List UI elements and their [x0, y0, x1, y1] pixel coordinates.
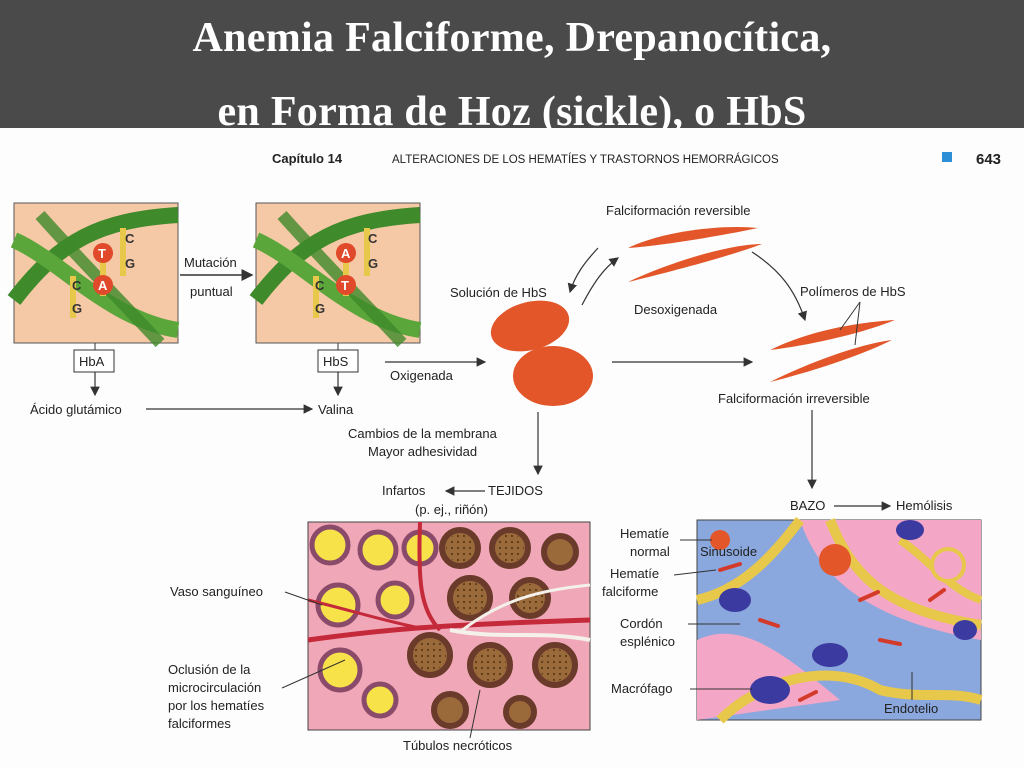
book-header: Capítulo 14 ALTERACIONES DE LOS HEMATÍES…: [272, 151, 1001, 168]
base-label: C: [368, 231, 378, 246]
base-label: C: [315, 278, 325, 293]
tissues-label: TEJIDOS: [488, 483, 543, 498]
normal-rbc-label-1: Hematíe: [620, 526, 669, 541]
base-a-marker: [336, 243, 356, 263]
sickle-cell: [628, 244, 762, 282]
hbs-solution-label: Solución de HbS: [450, 285, 547, 300]
title-band: Anemia Falciforme, Drepanocítica, en For…: [0, 0, 1024, 128]
dna-panel-hba: C G T A C G: [7, 202, 180, 348]
base-label: C: [72, 278, 82, 293]
spleen-label: BAZO: [790, 498, 825, 513]
sinusoid-label: Sinusoide: [700, 544, 757, 559]
dna-panel-hbs: C G A T C G: [249, 202, 422, 348]
hbs-label: HbS: [323, 354, 349, 369]
base-label: T: [341, 278, 349, 293]
sickle-cell: [770, 340, 892, 382]
kidney-example-label: (p. ej., riñón): [415, 502, 488, 517]
page-number: 643: [976, 151, 1001, 168]
mutation-label: Mutación: [184, 255, 237, 270]
hemoglobin-labels: HbA Ácido glutámico HbS Valina: [30, 343, 359, 417]
slide-title-line-1: Anemia Falciforme, Drepanocítica,: [192, 15, 832, 61]
reversible-label: Falciformación reversible: [606, 203, 751, 218]
base-label: C: [125, 231, 135, 246]
sickle-cell: [770, 320, 895, 350]
oxygenated-label: Oxigenada: [390, 368, 454, 383]
section-label: ALTERACIONES DE LOS HEMATÍES Y TRASTORNO…: [392, 153, 779, 166]
occlusion-label-1: Oclusión de la: [168, 662, 251, 677]
base-label: G: [125, 256, 135, 271]
occlusion-label-4: falciformes: [168, 716, 231, 731]
membrane-label-1: Cambios de la membrana: [348, 426, 498, 441]
spleen-labels: BAZO Hemólisis: [790, 498, 953, 513]
irreversible-label: Falciformación irreversible: [718, 391, 870, 406]
hba-label: HbA: [79, 354, 105, 369]
occlusion-label-2: microcirculación: [168, 680, 261, 695]
red-blood-cell: [513, 346, 593, 406]
spleen-illustration: [695, 516, 983, 724]
base-t-marker: [336, 275, 356, 295]
sickling-cycle: Falciformación reversible Solución de Hb…: [348, 203, 906, 490]
sickle-cell: [628, 226, 758, 248]
kidney-tissue-illustration: [307, 521, 591, 731]
splenic-cord-label-2: esplénico: [620, 634, 675, 649]
header-square-icon: [942, 152, 952, 162]
hemolysis-label: Hemólisis: [896, 498, 953, 513]
base-label: T: [98, 246, 106, 261]
base-a-marker: [93, 275, 113, 295]
base-label: G: [368, 256, 378, 271]
tissue-callouts: Vaso sanguíneo Oclusión de la microcircu…: [168, 584, 513, 753]
normal-rbc-label-2: normal: [630, 544, 670, 559]
chapter-label: Capítulo 14: [272, 151, 343, 166]
mutation-arrow-group: Mutación puntual: [180, 255, 254, 299]
base-t-marker: [93, 243, 113, 263]
glutamic-acid-label: Ácido glutámico: [30, 402, 122, 417]
hba-box: [73, 349, 115, 373]
vessel-label: Vaso sanguíneo: [170, 584, 263, 599]
macrophage-label: Macrófago: [611, 681, 672, 696]
occlusion-label-3: por los hematíes: [168, 698, 265, 713]
endothelium-label: Endotelio: [884, 701, 938, 716]
membrane-label-2: Mayor adhesividad: [368, 444, 477, 459]
spleen-callouts: Hematíe normal Sinusoide Hematíe falcifo…: [602, 526, 938, 716]
infarcts-label: Infartos: [382, 483, 426, 498]
base-label: A: [341, 246, 351, 261]
necrotic-tubules-label: Túbulos necróticos: [403, 738, 513, 753]
deoxygenated-label: Desoxigenada: [634, 302, 718, 317]
polymers-label: Polímeros de HbS: [800, 284, 906, 299]
splenic-cord-label-1: Cordón: [620, 616, 663, 631]
red-blood-cell: [490, 300, 570, 352]
sickle-rbc-label-1: Hematíe: [610, 566, 659, 581]
slide-title-line-2: en Forma de Hoz (sickle), o HbS: [217, 89, 807, 128]
sickle-rbc-label-2: falciforme: [602, 584, 658, 599]
base-label: A: [98, 278, 108, 293]
tissue-labels: Infartos TEJIDOS (p. ej., riñón): [382, 483, 543, 517]
valine-label: Valina: [318, 402, 354, 417]
base-label: G: [72, 301, 82, 316]
mutation-label-2: puntual: [190, 284, 233, 299]
base-label: G: [315, 301, 325, 316]
